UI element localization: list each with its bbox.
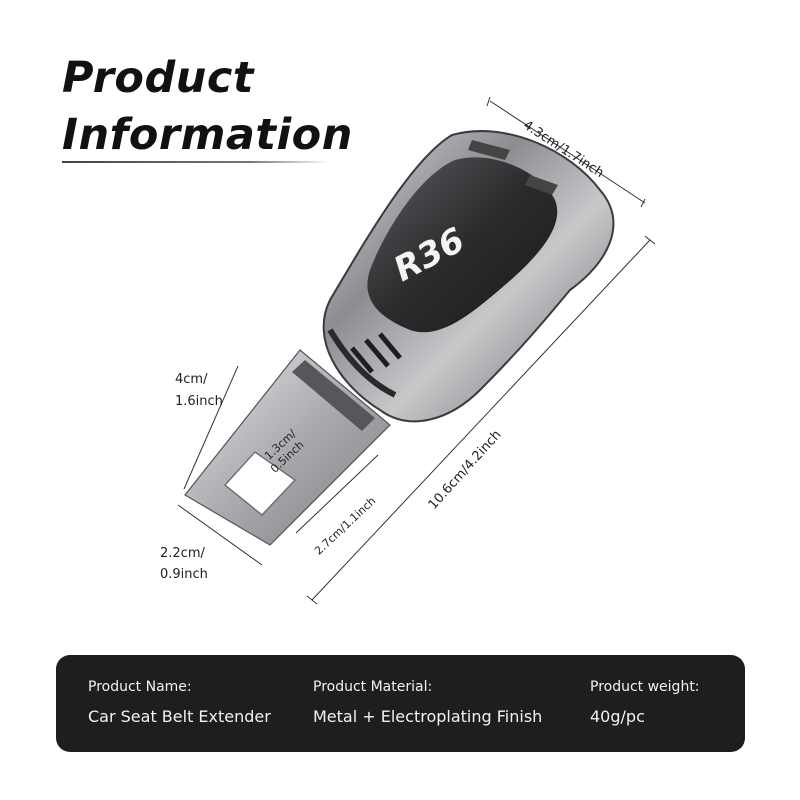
title-divider bbox=[62, 161, 330, 163]
page-title: Product Information bbox=[62, 50, 353, 164]
tongue-width-label-1: 2.2cm/ bbox=[160, 546, 205, 561]
tongue-width-dimension-line bbox=[177, 504, 263, 566]
length-dimension-line bbox=[311, 239, 651, 601]
car-head: R36 bbox=[322, 130, 615, 423]
product-material-value: Metal + Electroplating Finish bbox=[313, 707, 543, 726]
dimension-lines bbox=[177, 96, 656, 605]
product-weight-label: Product weight: bbox=[590, 679, 700, 695]
tongue-length-label-2: 1.6inch bbox=[175, 394, 223, 409]
width-dimension-line bbox=[489, 100, 646, 204]
product-material-column: Product Material: Metal + Electroplating… bbox=[313, 677, 542, 727]
title-line-2: Information bbox=[62, 110, 353, 160]
product-info-bar: Product Name: Car Seat Belt Extender Pro… bbox=[56, 655, 745, 752]
tongue-length-label-1: 4cm/ bbox=[175, 372, 208, 387]
tongue-length-dimension-line bbox=[183, 365, 239, 490]
slot-dimension-line bbox=[295, 454, 379, 534]
product-name-column: Product Name: Car Seat Belt Extender bbox=[88, 677, 271, 727]
title-line-1: Product bbox=[62, 53, 254, 103]
product-material-label: Product Material: bbox=[313, 679, 433, 695]
tongue-width-label-2: 0.9inch bbox=[160, 567, 208, 582]
product-weight-column: Product weight: 40g/pc bbox=[590, 677, 700, 727]
product-name-label: Product Name: bbox=[88, 679, 192, 695]
product-weight-value: 40g/pc bbox=[590, 707, 645, 726]
buckle-tongue bbox=[184, 349, 391, 546]
product-name-value: Car Seat Belt Extender bbox=[88, 707, 271, 726]
